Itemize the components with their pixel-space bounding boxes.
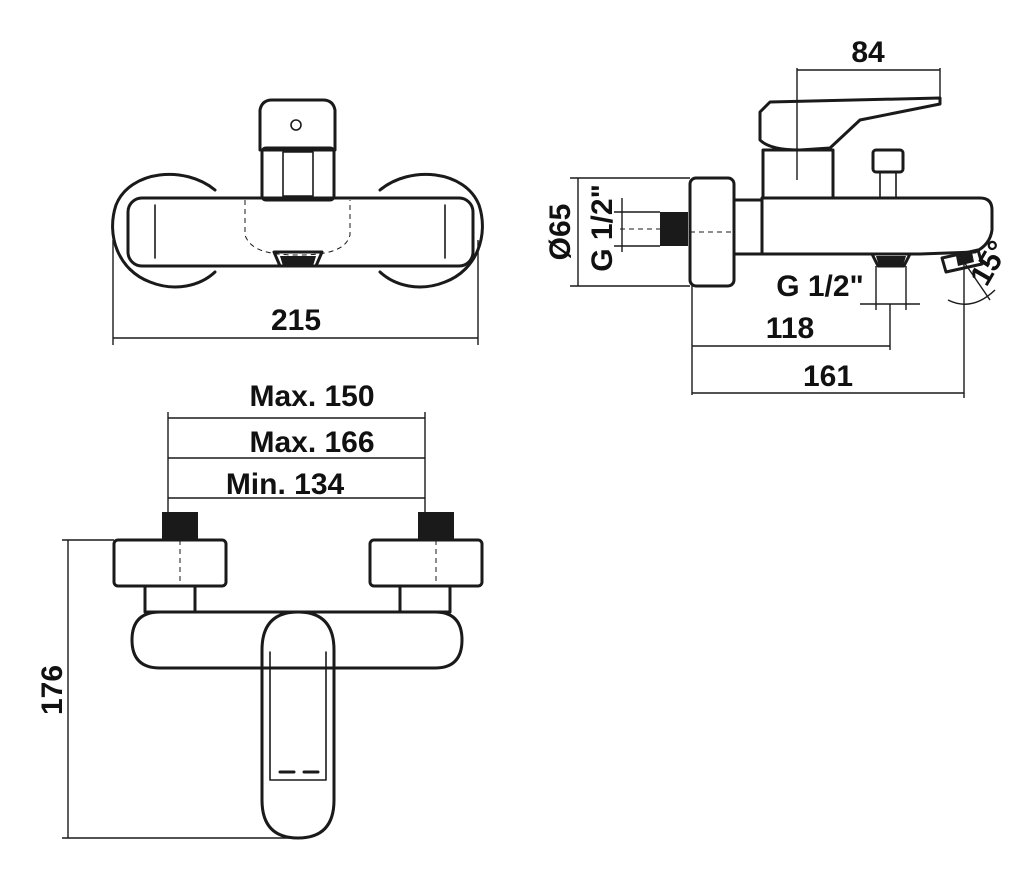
side-body [760, 196, 994, 256]
handle-housing [260, 146, 336, 202]
min-centers-label: Min. 134 [226, 468, 345, 501]
max-span-label: Max. 150 [249, 380, 374, 413]
top-body [130, 610, 464, 670]
diverter-stem [879, 171, 897, 199]
total-depth-label: 161 [803, 360, 853, 393]
right-connector [368, 538, 484, 588]
right-rosette [378, 172, 484, 289]
right-inlet-thread [418, 512, 454, 540]
side-view: 84 Ø65 G 1/2" G 1/2" 15° 118 161 [544, 36, 1015, 398]
front-view: 215 [111, 98, 484, 345]
side-handle-housing [761, 148, 835, 200]
side-aerator [870, 252, 912, 268]
width-label: 215 [271, 304, 321, 337]
left-inlet-thread [162, 512, 198, 540]
angle-arc [947, 289, 996, 305]
right-eccentric [398, 584, 452, 614]
top-view: Max. 150 Max. 166 Min. 134 176 [36, 380, 484, 840]
top-lever-inner [269, 651, 327, 781]
outlet-distance-label: 118 [766, 312, 814, 345]
top-lever [260, 610, 336, 840]
angle-tilt-line [963, 261, 991, 301]
spout-tip-fill [956, 252, 974, 266]
left-connector [112, 538, 228, 588]
inlet-connector [732, 198, 764, 256]
mixer-body [126, 196, 475, 268]
lever-handle [258, 98, 337, 152]
left-eccentric [143, 584, 197, 614]
height-label: 176 [36, 665, 69, 715]
outlet-thread-label: G 1/2" [776, 270, 864, 303]
max-centers-label: Max. 166 [249, 426, 374, 459]
lever-indicator-dot [290, 119, 302, 131]
spout-angle-label: 15° [964, 235, 1015, 291]
cartridge-stem [282, 151, 314, 197]
handle-depth-label: 84 [851, 36, 885, 69]
left-rosette [111, 172, 217, 289]
side-lever [758, 96, 942, 152]
spout-tip [940, 248, 984, 274]
diverter-knob [871, 148, 905, 174]
body-hidden-contour [244, 200, 351, 256]
aerator-fill [280, 256, 316, 266]
side-aerator-fill [876, 256, 906, 266]
diameter-label: Ø65 [544, 204, 577, 261]
body-inner-contour [154, 204, 446, 259]
aerator-outlet [272, 250, 324, 268]
inlet-thread-label: G 1/2" [586, 184, 619, 272]
